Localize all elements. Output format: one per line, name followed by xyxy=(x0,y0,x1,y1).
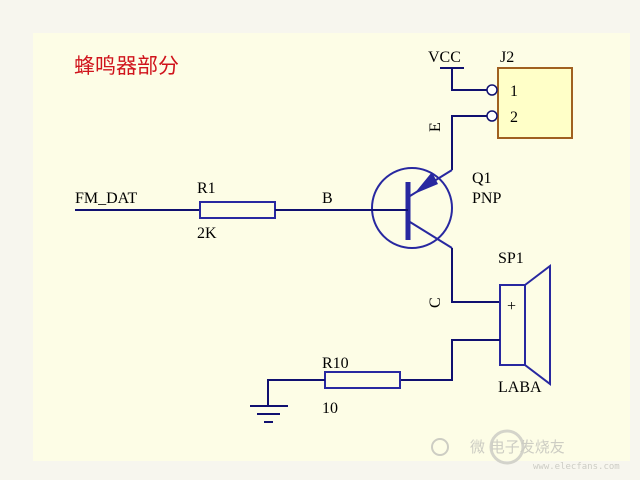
emitter-arrow-icon xyxy=(414,172,438,194)
speaker-cone-icon xyxy=(524,263,551,387)
sp1-label: SP1 xyxy=(498,250,524,267)
r1-value: 2K xyxy=(197,225,217,242)
watermark-text: 微 电子发烧友 xyxy=(470,438,565,456)
vcc-wire xyxy=(451,68,487,91)
laba-label: LABA xyxy=(498,379,542,396)
r1-label: R1 xyxy=(197,180,216,197)
j2-connector xyxy=(497,67,573,139)
ground-icon xyxy=(250,405,288,423)
pnp-label: PNP xyxy=(472,190,501,207)
emitter-label: E xyxy=(427,122,444,132)
speaker-sp1 xyxy=(499,284,526,366)
transistor-collector xyxy=(409,221,453,249)
elecfans-logo-icon xyxy=(489,429,525,465)
vcc-label: VCC xyxy=(428,49,461,66)
resistor-r1 xyxy=(199,201,276,219)
base-label: B xyxy=(322,190,333,207)
watermark-url: www.elecfans.com xyxy=(533,462,620,472)
pin1-label: 1 xyxy=(510,83,518,100)
emitter-wire xyxy=(451,115,487,170)
r10-label: R10 xyxy=(322,355,349,372)
speaker-plus-label: + xyxy=(507,298,516,315)
collector-wire xyxy=(451,248,500,303)
j2-pin1 xyxy=(486,84,498,96)
pin2-label: 2 xyxy=(510,109,518,126)
resistor-r10 xyxy=(324,371,401,389)
q1-label: Q1 xyxy=(472,170,492,187)
speaker-return-wire xyxy=(400,339,500,381)
ground-wire xyxy=(267,379,325,406)
section-title: 蜂鸣器部分 xyxy=(74,54,179,78)
j2-pin2 xyxy=(486,110,498,122)
fm-dat-label: FM_DAT xyxy=(75,190,137,207)
wechat-icon xyxy=(431,438,449,456)
collector-label: C xyxy=(427,297,444,308)
r10-value: 10 xyxy=(322,400,338,417)
watermark: 微 电子发烧友 www.elecfans.com xyxy=(431,429,620,472)
transistor-q1 xyxy=(371,167,453,249)
j2-label: J2 xyxy=(500,49,514,66)
